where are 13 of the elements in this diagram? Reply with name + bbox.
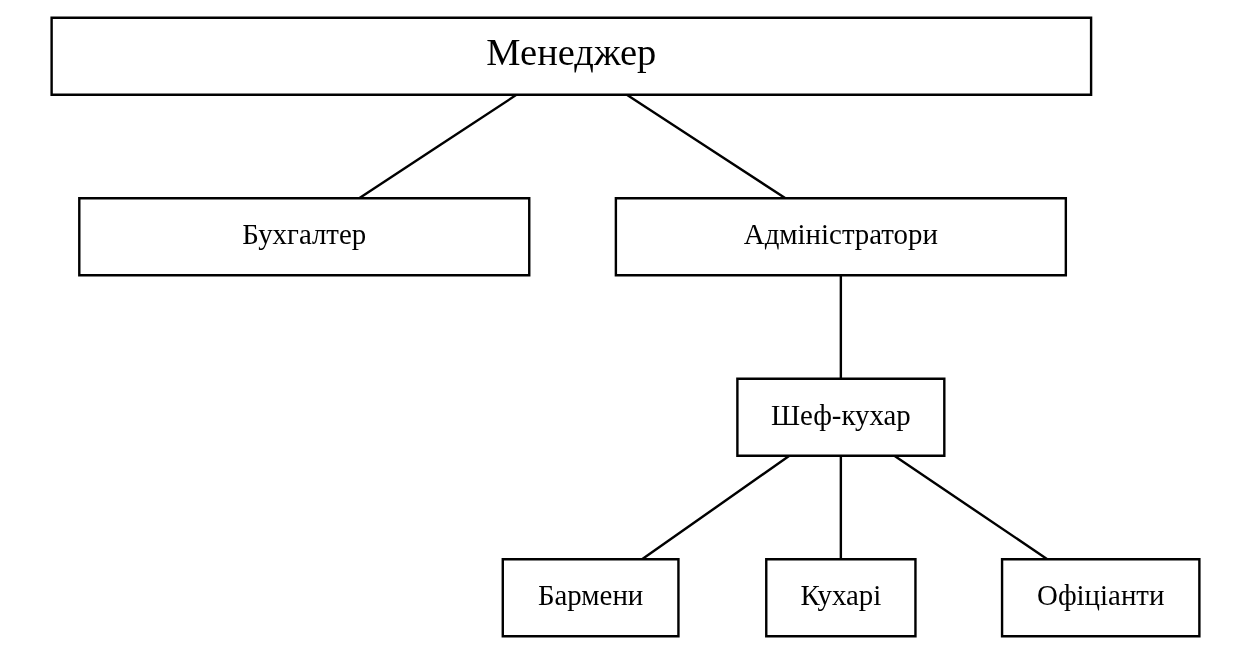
connector [839, 275, 843, 379]
connector [626, 94, 786, 199]
node-box: Менеджер [50, 16, 1093, 96]
node-box: Бухгалтер [78, 197, 531, 277]
node-box: Шеф-кухар [736, 377, 946, 457]
connector [358, 94, 517, 199]
node-box: Офіціанти [1000, 558, 1201, 638]
connector [641, 455, 790, 560]
connector [839, 456, 843, 559]
node-box: Адміністратори [614, 197, 1068, 277]
connector [894, 455, 1048, 560]
node-box: Бармени [501, 558, 680, 638]
node-box: Кухарі [765, 558, 917, 638]
